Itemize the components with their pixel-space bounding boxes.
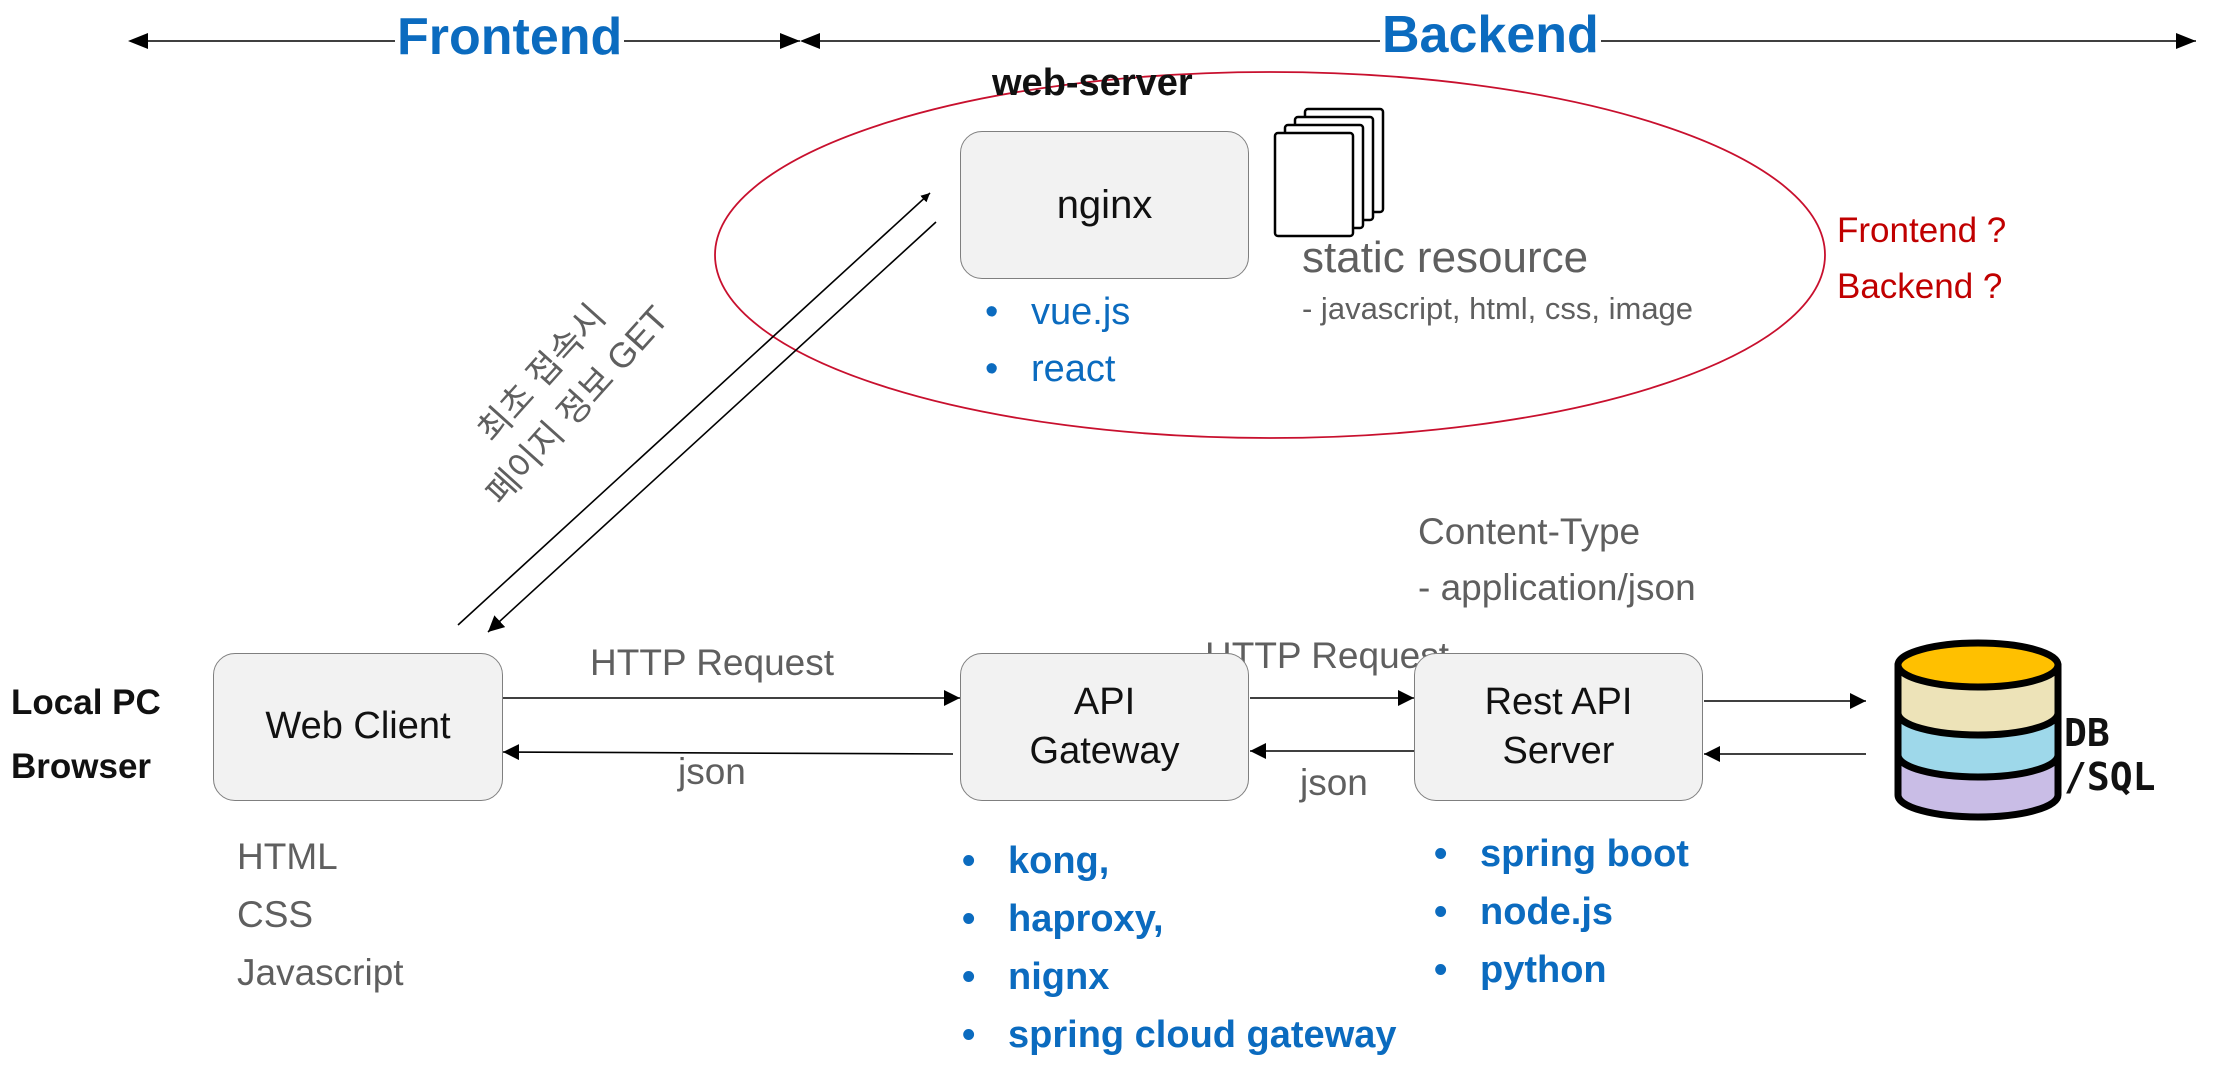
static-resource-description: - javascript, html, css, image: [1302, 291, 1694, 326]
backend-header: Backend: [1380, 6, 1601, 66]
rest-api-server-box: Rest API Server: [1414, 653, 1703, 801]
framework-item: react: [985, 341, 1130, 398]
frontend-span-left-arrowhead: [128, 33, 148, 49]
backend-framework-item: node.js: [1434, 883, 1689, 941]
initial-get-request-arrow: [457, 192, 931, 626]
http-request-label-client: HTTP Request: [590, 642, 835, 683]
static-resource-title: static resource: [1302, 233, 1589, 282]
client-tech-item: CSS: [237, 894, 314, 935]
gateway-option-item: haproxy,: [962, 890, 1397, 948]
initial-page-response-arrow: [487, 221, 937, 633]
web-client-label: Web Client: [265, 705, 451, 748]
gateway-option-item: spring cloud gateway: [962, 1006, 1397, 1064]
web-server-title: web-server: [992, 62, 1193, 104]
gateway-option-item: nignx: [962, 948, 1397, 1006]
browser-label: Browser: [11, 747, 152, 786]
api-gateway-box: API Gateway: [960, 653, 1249, 801]
content-type-value: - application/json: [1418, 567, 1696, 608]
json-response-label-gateway: json: [1300, 762, 1368, 803]
pages-icon: [1273, 107, 1385, 238]
db-label-line: /SQL: [2064, 755, 2156, 799]
web-server-ellipse: [714, 71, 1826, 439]
backend-framework-item: spring boot: [1434, 825, 1689, 883]
db-label-line: DB: [2064, 711, 2110, 755]
content-type-title: Content-Type: [1418, 511, 1641, 552]
frontend-framework-list: vue.js react: [985, 284, 1130, 398]
json-response-label-client: json: [678, 751, 746, 792]
api-gateway-label-line: API: [1073, 680, 1136, 723]
rest-api-label-line: Rest API: [1484, 680, 1633, 723]
frontend-question-label: Frontend ?: [1837, 211, 2007, 250]
gateway-option-item: kong,: [962, 832, 1397, 890]
nginx-label: nginx: [1056, 183, 1153, 227]
api-gateway-label-line: Gateway: [1029, 730, 1180, 772]
backend-framework-item: python: [1434, 941, 1689, 999]
web-client-box: Web Client: [213, 653, 503, 801]
local-pc-label: Local PC: [11, 683, 161, 722]
frontend-header: Frontend: [395, 8, 625, 68]
client-tech-item: HTML: [237, 836, 338, 877]
client-tech-item: Javascript: [237, 952, 404, 993]
gateway-options-list: kong, haproxy, nignx spring cloud gatewa…: [962, 832, 1397, 1064]
backend-span-left-arrowhead: [800, 33, 820, 49]
backend-framework-list: spring boot node.js python: [1434, 825, 1689, 999]
framework-item: vue.js: [985, 284, 1130, 341]
nginx-box: nginx: [960, 131, 1249, 279]
backend-question-label: Backend ?: [1837, 267, 2003, 306]
gateway-to-client-arrow: [502, 744, 954, 761]
client-tech-list: HTML CSS Javascript: [237, 828, 404, 1002]
backend-span-right-arrowhead: [2176, 33, 2196, 49]
frontend-span-right-arrowhead: [780, 33, 800, 49]
rest-api-label-line: Server: [1502, 730, 1615, 772]
database-icon: [1894, 639, 2062, 821]
db-label: DB /SQL: [2064, 711, 2156, 799]
